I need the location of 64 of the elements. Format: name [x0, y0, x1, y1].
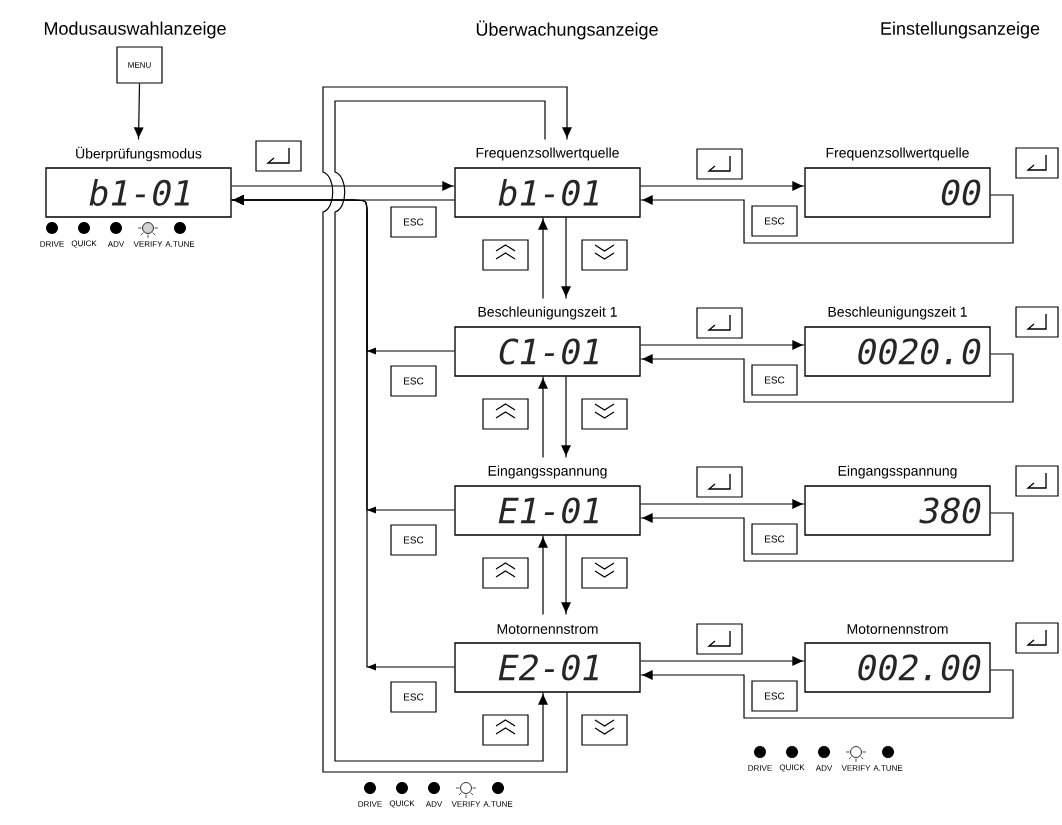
display-heading: Überprüfungsmodus: [76, 146, 202, 162]
display-screen: C1-01: [454, 326, 641, 377]
display-heading: Motornennstrom: [847, 624, 948, 634]
esc-key: ESC: [751, 205, 798, 237]
display-heading: Beschleunigungszeit 1: [478, 306, 617, 320]
arrow: [640, 340, 805, 350]
display-screen: 00: [804, 167, 991, 218]
arrow: [538, 376, 548, 458]
display-heading: Motornennstrom: [497, 624, 598, 634]
indicator-label: QUICK: [779, 764, 805, 772]
display-screen: 0020.0: [804, 326, 991, 377]
esc-key: ESC: [390, 681, 437, 713]
arrow: [133, 83, 144, 140]
display-screen: b1-01: [45, 167, 232, 218]
indicator-label: DRIVE: [40, 241, 64, 247]
indicator-label: QUICK: [389, 800, 415, 808]
arrow: [334, 100, 548, 762]
esc-key: ESC: [751, 680, 798, 712]
arrow: [640, 499, 805, 509]
indicator-label: VERIFY: [451, 801, 481, 807]
display-heading: Eingangsspannung: [488, 465, 607, 479]
arrow: [640, 353, 1014, 403]
arrow: [640, 512, 1014, 562]
arrow: [322, 86, 572, 773]
arrow: [640, 194, 1014, 244]
indicator-label: A.TUNE: [483, 801, 513, 807]
esc-key: ESC: [751, 364, 798, 396]
indicator-label: DRIVE: [748, 765, 772, 771]
display-heading: Eingangsspannung: [838, 465, 957, 479]
display-heading: Beschleunigungszeit 1: [828, 306, 967, 320]
indicator-label: VERIFY: [133, 241, 163, 247]
arrow: [538, 217, 548, 299]
arrow: [561, 376, 571, 458]
indicator-label: VERIFY: [841, 765, 871, 771]
display-screen: 380: [804, 485, 991, 536]
display-screen: 002.00: [804, 642, 991, 693]
display-screen: b1-01: [454, 167, 641, 218]
arrow: [640, 669, 1014, 719]
arrow: [231, 181, 455, 191]
column-title: Einstellungsanzeige: [881, 21, 1040, 39]
indicator-label: ADV: [107, 241, 125, 247]
esc-key: ESC: [390, 524, 437, 556]
arrow: [231, 195, 455, 671]
indicator-label: A.TUNE: [873, 765, 903, 771]
indicator-label: QUICK: [71, 240, 97, 248]
menu-key: MENU: [116, 46, 163, 84]
arrow: [640, 181, 805, 191]
column-title: Überwachungsanzeige: [476, 20, 658, 40]
display-heading: Frequenzsollwertquelle: [476, 147, 619, 161]
column-title: Modusauswahlanzeige: [44, 21, 226, 39]
esc-key: ESC: [390, 365, 437, 397]
arrow: [561, 217, 571, 299]
indicator-label: ADV: [425, 801, 443, 807]
arrow: [640, 656, 805, 666]
esc-key: ESC: [390, 206, 437, 238]
arrow: [538, 535, 548, 615]
indicator-label: A.TUNE: [165, 241, 195, 247]
display-screen: E1-01: [454, 485, 641, 536]
arrow: [561, 535, 571, 615]
display-screen: E2-01: [454, 642, 641, 693]
display-heading: Frequenzsollwertquelle: [826, 147, 969, 161]
indicator-label: ADV: [815, 765, 833, 771]
indicator-label: DRIVE: [358, 801, 382, 807]
esc-key: ESC: [751, 523, 798, 555]
